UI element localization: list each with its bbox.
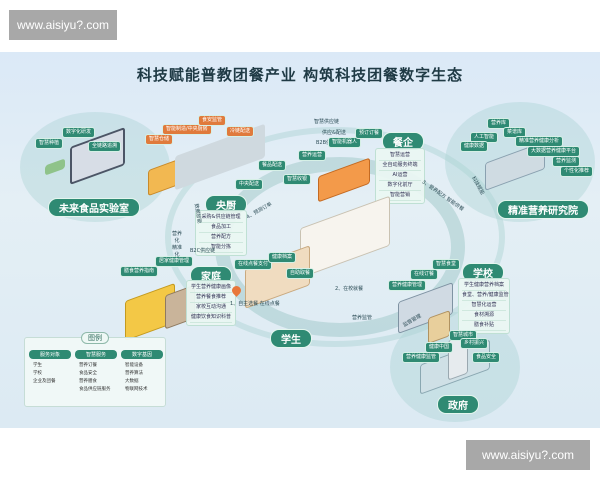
panel-item: 食材溯源 [462,311,506,321]
institute-tag: 菜谱库 [503,127,527,138]
legend-item: 大数据 [125,379,139,384]
legend-item: 营养订餐 [79,363,97,368]
enterprise-tag: 餐品配送 [258,160,287,171]
panel-item: AI运营 [379,171,421,181]
panel-item: 智慧运营 [379,151,421,161]
panel-item: 家校互动沟通 [190,303,232,313]
panel-item: 智慧化运营 [462,301,506,311]
government-tag: 乡村振兴 [460,338,489,349]
school-tag: 智慧食堂 [432,259,461,270]
kitchen-panel: 采购&供应链管理 食品加工 营养配方 智能分拣 [195,210,247,256]
government-tag: 食品安全 [472,352,501,363]
kitchen-tag: 智慧仓储 [145,134,174,145]
legend-item: 物联网技术 [125,387,148,392]
legend-item: 食品供应链服务 [79,387,111,392]
legend: 图例 服务对象 学生 学校 企业及团餐 智慧服务 营养订餐 食品安全 营养膳食 … [24,332,166,407]
node-nutrition-institute: 精准营养研究院 [497,200,589,219]
kitchen-tag: 中央配送 [235,179,264,190]
legend-item: 食品安全 [79,371,97,376]
family-tag: 居家健康管理 [155,256,194,267]
kitchen-tag: 冷链配送 [226,126,255,137]
enterprise-tag: 智能机器人 [328,137,362,148]
lab-tag: 智慧种植 [35,138,64,149]
watermark-top: www.aisiyu?.com [9,10,117,40]
government-tag: 营养健康监管 [402,352,441,363]
legend-column-head: 智慧服务 [75,350,117,359]
ecosystem-diagram: 科技赋能普教团餐产业 构筑科技团餐数字生态 数字化研发 智慧种植 全链路追溯 未… [0,52,600,428]
family-tag: 膳食营养指南 [120,266,159,277]
institute-tag: 个性化推荐 [560,166,594,177]
legend-item: 企业及团餐 [33,379,56,384]
flow-step-1: 1、自主选餐 在线点餐 [230,301,280,307]
legend-column: 数字基因 智能设备 营养算法 大数据 物联网技术 [121,350,163,394]
outer-loop-ring [165,127,505,347]
student-tag: 健康档案 [268,252,297,263]
panel-item: 食品加工 [199,223,243,233]
legend-item: 学生 [33,363,42,368]
legend-title: 图例 [81,332,109,344]
panel-item: 学生健康营养档案 [462,281,506,291]
lab-tag: 数字化研发 [62,127,96,138]
legend-item: 营养算法 [125,371,143,376]
panel-item: 食堂、营养/健康监管 [462,291,509,301]
flow-b2c: B2C供应链 [190,248,216,254]
panel-item: 全自动服务终端 [379,161,421,171]
panel-item: 健康饮食知识科普 [190,313,232,323]
enterprise-tag: 营养运营 [298,150,327,161]
panel-item: 学生营养健康画像 [190,283,232,293]
panel-item: 营养餐食推荐 [190,293,232,303]
panel-item: 膳食补贴 [462,321,506,331]
panel-item: 数字化前厅 [379,181,421,191]
flow-step-2: 2、在校就餐 [335,286,364,292]
node-enterprise: 餐企 [382,132,424,151]
panel-item: 采购&供应链管理 [199,213,243,223]
flow-family-link: 营养化 精准化 [170,230,184,258]
institute-tag: 营养库 [487,118,511,129]
legend-item: 营养膳食 [79,379,97,384]
school-tag: 在线订餐 [410,269,439,280]
legend-item: 学校 [33,371,42,376]
node-government: 政府 [437,395,479,414]
kitchen-tag: 食安监管 [198,115,227,126]
flow-label: 精准化 [171,245,182,258]
flow-bottom-arc: 营养监管 [352,315,373,321]
flow-label: 智慧供应链 [314,119,340,125]
legend-column: 智慧服务 营养订餐 食品安全 营养膳食 食品供应链服务 [75,350,117,394]
enterprise-tag: 预订订餐 [355,128,384,139]
enterprise-panel: 智慧运营 全自动服务终端 AI运营 数字化前厅 智能营销 [375,148,425,204]
legend-column: 服务对象 学生 学校 企业及团餐 [29,350,71,386]
diagram-title: 科技赋能普教团餐产业 构筑科技团餐数字生态 [136,66,464,84]
legend-column-head: 数字基因 [121,350,163,359]
legend-column-head: 服务对象 [29,350,71,359]
flow-label: 营养化 [171,231,182,244]
kitchen-tag: 智能制造/中央厨房 [162,124,212,135]
node-student: 学生 [270,329,312,348]
school-panel: 学生健康营养档案 食堂、营养/健康监管 智慧化运营 食材溯源 膳食补贴 [458,278,510,334]
student-tag: 在线点餐支付 [234,259,273,270]
school-tag: 营养健康管理 [388,280,427,291]
watermark-bottom: www.aisiyu?.com [466,440,590,470]
legend-item: 智能设备 [125,363,143,368]
lab-tag: 全链路追溯 [88,141,122,152]
enterprise-tag: 智慧收银 [283,174,312,185]
panel-item: 智能分拣 [199,243,243,253]
panel-item: 智能营销 [379,191,421,201]
institute-tag: 健康数据 [460,141,489,152]
student-tag: 自助取餐 [286,268,315,279]
flow-label: 供应&配送 [322,130,346,136]
node-future-food-lab: 未来食品实验室 [48,198,140,217]
family-panel: 学生营养健康画像 营养餐食推荐 家校互动沟通 健康饮食知识科普 [186,280,236,326]
panel-item: 营养配方 [199,233,243,243]
